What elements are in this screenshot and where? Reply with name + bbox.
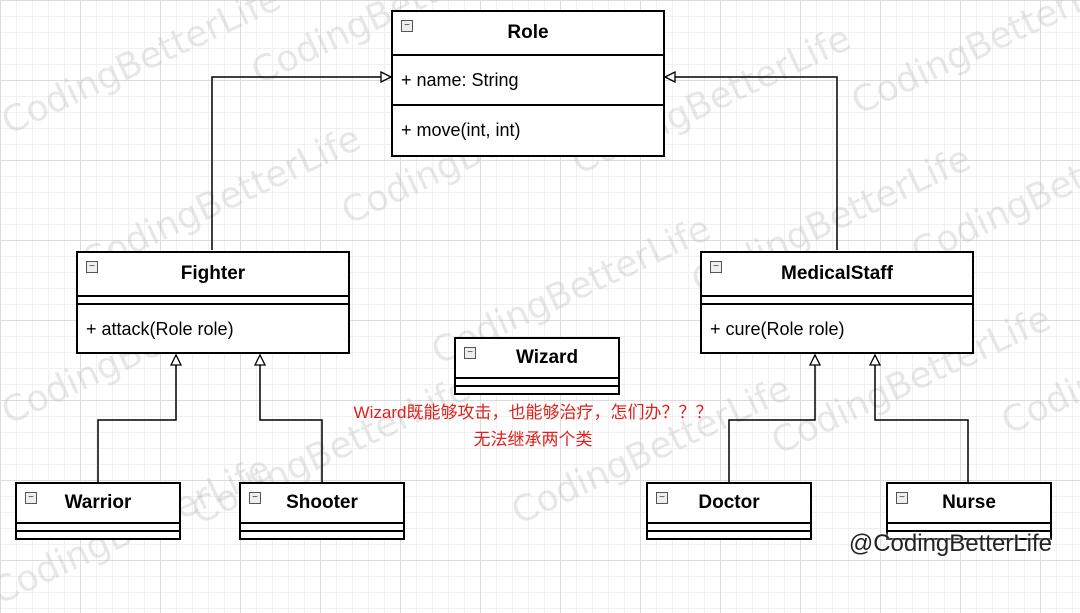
class-header: − Fighter [78,253,348,297]
collapse-icon[interactable]: − [25,492,37,504]
class-header: − Wizard [456,339,618,379]
class-medicalstaff[interactable]: − MedicalStaff + cure(Role role) [700,251,974,354]
class-name: Shooter [286,492,358,513]
class-warrior[interactable]: − Warrior [15,482,181,540]
empty-attributes [78,297,348,305]
class-name: Role [507,22,549,43]
empty-attributes [888,524,1050,532]
class-name: Doctor [698,492,760,513]
class-name: Wizard [515,347,579,368]
class-header: − Shooter [241,484,403,524]
class-name: Fighter [180,263,246,284]
doctor-to-medicalstaff-arrow [728,355,815,482]
method-move: + move(int, int) [401,120,521,140]
collapse-icon[interactable]: − [86,261,98,273]
collapse-icon[interactable]: − [896,492,908,504]
fighter-to-role-arrow [211,77,391,250]
class-wizard[interactable]: − Wizard [454,337,620,395]
author-handle: @CodingBetterLife [848,530,1052,557]
empty-attributes [456,379,618,387]
empty-attributes [241,524,403,532]
class-header: − Doctor [648,484,810,524]
class-shooter[interactable]: − Shooter [239,482,405,540]
class-name: Warrior [64,492,132,513]
method-cure: + cure(Role role) [710,319,845,339]
inheritance-connectors [97,0,969,482]
class-role[interactable]: − Role + name: String + move(int, int) [391,10,665,157]
medicalstaff-to-role-arrow [665,77,838,250]
class-doctor[interactable]: − Doctor [646,482,812,540]
collapse-icon[interactable]: − [656,492,668,504]
empty-attributes [648,524,810,532]
empty-attributes [702,297,972,305]
nurse-to-medicalstaff-arrow [875,355,969,482]
class-fighter[interactable]: − Fighter + attack(Role role) [76,251,350,354]
method-attack: + attack(Role role) [86,319,234,339]
collapse-icon[interactable]: − [249,492,261,504]
class-nurse[interactable]: − Nurse [886,482,1052,540]
class-header: − Role [393,12,663,56]
attribute-name: + name: String [393,56,663,106]
collapse-icon[interactable]: − [710,261,722,273]
warrior-to-fighter-arrow [97,355,176,482]
class-header: − MedicalStaff [702,253,972,297]
class-name: MedicalStaff [781,263,893,284]
class-header: − Nurse [888,484,1050,524]
collapse-icon[interactable]: − [464,347,476,359]
multiple-inheritance-note: Wizard既能够攻击，也能够治疗，怎们办？？？ 无法继承两个类 [318,398,748,450]
shooter-to-fighter-arrow [260,355,323,482]
collapse-icon[interactable]: − [401,20,413,32]
class-name: Nurse [942,492,996,513]
note-line-2: 无法继承两个类 [473,430,593,449]
note-line-1: Wizard既能够攻击，也能够治疗，怎们办？？？ [353,403,713,422]
class-header: − Warrior [17,484,179,524]
empty-attributes [17,524,179,532]
